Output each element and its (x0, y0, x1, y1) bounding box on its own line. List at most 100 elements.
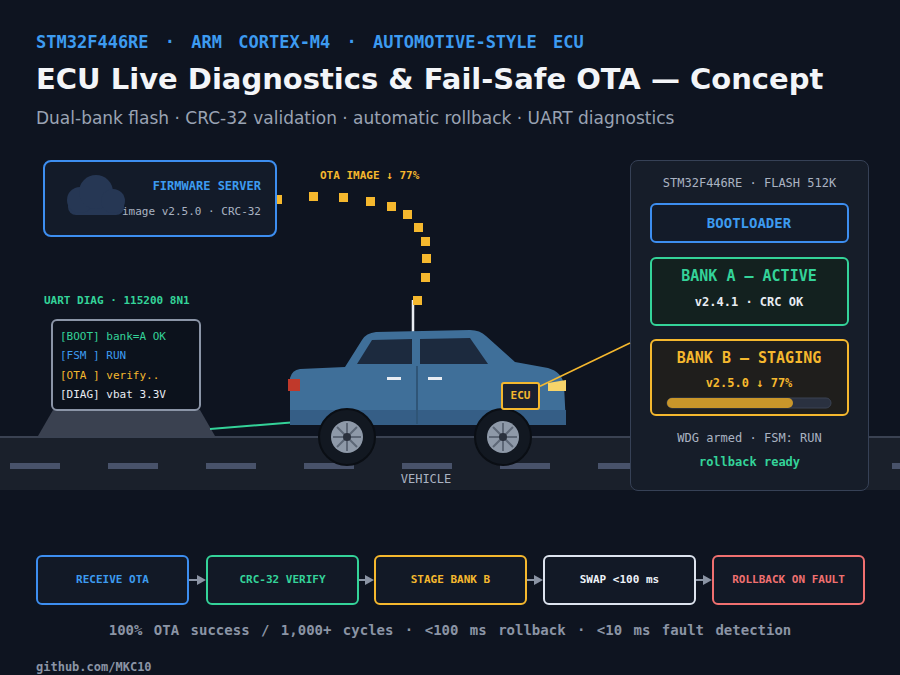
pipeline-step: RECEIVE OTA (36, 555, 189, 605)
pipeline-step: CRC-32 VERIFY (206, 555, 359, 605)
annotation: VEHICLE (0, 472, 866, 487)
terminal-stand (38, 410, 215, 436)
flash-panel: STM32F446RE · FLASH 512K WDG armed · FSM:… (630, 160, 869, 491)
node-text: image v2.5.0 · CRC-32 (122, 205, 261, 219)
pipeline-step: ROLLBACK ON FAULT (712, 555, 865, 605)
wheel-hub (343, 433, 351, 441)
door-handle (387, 377, 401, 380)
lane-dash (794, 463, 844, 469)
node-text: [BOOT] bank=A OK (60, 330, 166, 344)
bank-box: BANK A — ACTIVEv2.4.1 · CRC OK (650, 257, 849, 326)
node-text: v2.4.1 · CRC OK (652, 295, 847, 310)
annotation: github.com/MKC10 (36, 660, 152, 675)
progress-fill (667, 398, 793, 408)
road-edge (0, 436, 900, 438)
node-text: BOOTLOADER (652, 214, 847, 232)
connector (527, 575, 543, 585)
node-text: STAGE BANK B (376, 573, 525, 587)
lane-dash (304, 463, 354, 469)
server-box: FIRMWARE SERVER image v2.5.0 · CRC-32 (43, 160, 277, 237)
car-body (290, 330, 566, 425)
node-text: RECEIVE OTA (38, 573, 187, 587)
node-text: SWAP <100 ms (545, 573, 694, 587)
wheel-hub (499, 433, 507, 441)
ota-dot (403, 210, 412, 219)
ecu-box: ECU (501, 382, 540, 410)
annotation: 100% OTA success / 1,000+ cycles · <100 … (10, 621, 890, 639)
node-text: BANK B — STAGING (652, 349, 847, 368)
annotation: Dual-bank flash · CRC-32 validation · au… (36, 108, 674, 129)
ota-dot (414, 223, 423, 232)
connector (189, 575, 206, 585)
lane-dash (10, 463, 60, 469)
node-text: [DIAG] vbat 3.3V (60, 388, 166, 402)
node-text: rollback ready (631, 455, 868, 470)
wheel (319, 409, 375, 465)
connector-line (696, 579, 705, 581)
connector-line (540, 343, 630, 386)
door-handle (428, 377, 442, 380)
diag-cable (210, 420, 322, 429)
node-text: ECU (503, 389, 538, 403)
bank-box: BANK B — STAGING v2.5.0 ↓ 77% (650, 339, 849, 416)
lane-dash (892, 463, 900, 469)
car-window (420, 338, 488, 364)
wheel-rim (331, 421, 363, 453)
node-text: [OTA ] verify.. (60, 369, 159, 383)
connector-line (359, 579, 367, 581)
node-text: v2.5.0 ↓ 77% (652, 376, 847, 391)
wheel-spokes (489, 423, 517, 451)
ota-dot (366, 197, 375, 206)
antenna (412, 300, 415, 332)
car-sill (290, 410, 566, 425)
node-text: ROLLBACK ON FAULT (714, 573, 863, 587)
lane-dash (500, 463, 550, 469)
lane-dash (206, 463, 256, 469)
uart-terminal: UART DIAG · 115200 8N1[BOOT] bank=A OK[F… (51, 319, 201, 411)
car-window (357, 339, 412, 364)
arrow-head (534, 575, 543, 585)
cloud-icon (68, 198, 124, 215)
title: ECU Live Diagnostics & Fail-Safe OTA — C… (36, 61, 823, 97)
node-text: CRC-32 VERIFY (208, 573, 357, 587)
wheel (475, 409, 531, 465)
door-line (416, 366, 418, 424)
cloud-icon (67, 187, 93, 213)
wheel-rim (487, 421, 519, 453)
cloud-icon (101, 189, 125, 213)
cloud-icon (79, 175, 113, 209)
ota-dot (413, 296, 422, 305)
lane-dash (598, 463, 648, 469)
header-tag: STM32F446RE · ARM CORTEX-M4 · AUTOMOTIVE… (36, 32, 584, 53)
ota-dot (422, 254, 431, 263)
lane-dash (402, 463, 452, 469)
connector (359, 575, 374, 585)
pipeline-step: STAGE BANK B (374, 555, 527, 605)
bootloader-box: BOOTLOADER (650, 203, 849, 243)
ota-dot (387, 202, 396, 211)
connector-line (527, 579, 536, 581)
ota-dot (309, 192, 318, 201)
node-text: FIRMWARE SERVER (153, 179, 261, 194)
tail-light (288, 379, 300, 391)
wheel-spokes (333, 423, 361, 451)
arrow-head (365, 575, 374, 585)
node-text: [FSM ] RUN (60, 349, 126, 363)
ota-dot (421, 273, 430, 282)
ota-dot (339, 193, 348, 202)
ota-dot (421, 237, 430, 246)
node-text: STM32F446RE · FLASH 512K (631, 176, 868, 191)
terminal-heading: UART DIAG · 115200 8N1 (44, 294, 190, 308)
lane-dash (696, 463, 746, 469)
arrow-head (703, 575, 712, 585)
connector (696, 575, 712, 585)
road (0, 436, 900, 490)
node-text: WDG armed · FSM: RUN (631, 431, 868, 446)
connector-line (189, 579, 199, 581)
